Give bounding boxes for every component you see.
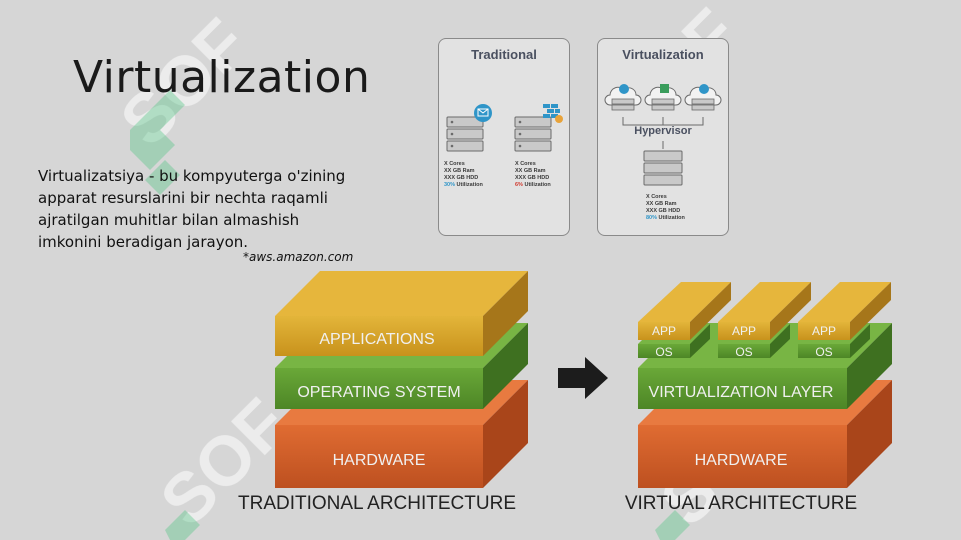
virtualization-card-title: Virtualization (622, 47, 704, 62)
virtual-hardware-label: HARDWARE (695, 452, 788, 469)
os-label: OS (815, 345, 832, 359)
traditional-card-title: Traditional (471, 47, 537, 62)
vm-stack (798, 282, 891, 358)
hypervisor-label: Hypervisor (634, 125, 692, 137)
utilization-line: 6% Utilization (515, 182, 551, 189)
spec-line: XX GB Ram (444, 168, 475, 174)
utilization-label: Utilization (456, 182, 483, 188)
app-label: APP (732, 324, 756, 338)
cloud-server-icon (604, 84, 722, 186)
app-label: APP (812, 324, 836, 338)
spec-line: X Cores (444, 161, 465, 167)
virtualization-layer-label: VIRTUALIZATION LAYER (649, 384, 834, 401)
source-note: *aws.amazon.com (243, 250, 354, 264)
traditional-caption: TRADITIONAL ARCHITECTURE (238, 493, 516, 514)
utilization-label: Utilization (658, 215, 685, 221)
description-text: Virtualizatsiya - bu kompyuterga o'zinin… (38, 167, 346, 251)
virtual-hardware-block (638, 380, 892, 488)
spec-line: XXX GB HDD (646, 208, 681, 214)
app-label: APP (652, 324, 676, 338)
traditional-right-specs: X Cores XX GB Ram XXX GB HDD 6% Utilizat… (515, 161, 551, 189)
spec-line: X Cores (515, 161, 536, 167)
utilization-label: Utilization (524, 182, 551, 188)
spec-line: XXX GB HDD (515, 175, 550, 181)
applications-block (275, 271, 528, 356)
traditional-left-specs: X Cores XX GB Ram XXX GB HDD 30% Utiliza… (444, 161, 483, 189)
vm-stack (718, 282, 811, 358)
utilization-line: 80% Utilization (646, 215, 685, 222)
spec-line: X Cores (646, 194, 667, 200)
spec-line: XX GB Ram (515, 168, 546, 174)
utilization-value: 80% (646, 215, 658, 221)
virtualization-card: Virtualization (597, 38, 729, 236)
arrow-right-icon (558, 357, 608, 399)
server-icon (446, 104, 563, 152)
utilization-value: 6% (515, 182, 523, 188)
hardware-label: HARDWARE (333, 452, 426, 469)
slide-title: Virtualization (73, 52, 371, 103)
utilization-line: 30% Utilization (444, 182, 483, 189)
operating-system-label: OPERATING SYSTEM (297, 384, 460, 401)
vm-stack (638, 282, 731, 358)
utilization-value: 30% (444, 182, 456, 188)
os-label: OS (655, 345, 672, 359)
virtual-caption: VIRTUAL ARCHITECTURE (625, 493, 857, 514)
spec-line: XX GB Ram (646, 201, 677, 207)
spec-line: XXX GB HDD (444, 175, 479, 181)
traditional-card: Traditional (438, 38, 570, 236)
applications-label: APPLICATIONS (319, 331, 434, 348)
os-label: OS (735, 345, 752, 359)
virtualization-specs: X Cores XX GB Ram XXX GB HDD 80% Utiliza… (646, 194, 685, 222)
